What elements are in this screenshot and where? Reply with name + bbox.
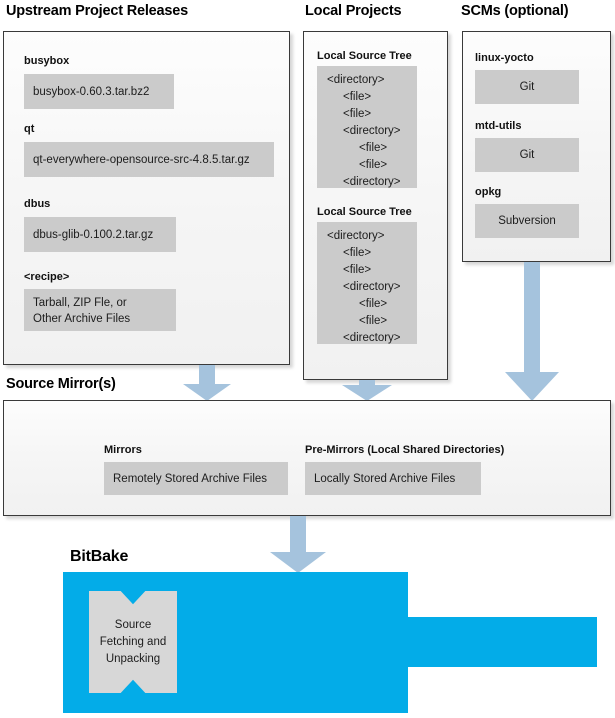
upstream-item-label-busybox: busybox [24,55,70,67]
tree-node: <file> [343,108,372,120]
arrow-scms-to-mirrors [505,262,559,401]
upstream-item-label-recipe: <recipe> [24,271,70,283]
local-source-tree-label-1: Local Source Tree [317,50,412,62]
scms-section-title: SCMs (optional) [461,3,569,19]
tree-node: <file> [343,264,372,276]
upstream-item-value-recipe: Tarball, ZIP Fle, or Other Archive Files [24,289,176,331]
tree-node: <file> [359,159,388,171]
tree-node: <directory> [343,281,401,293]
upstream-item-label-qt: qt [24,123,35,135]
recipe-value-line-1: Tarball, ZIP Fle, or [33,297,127,309]
scm-item-label-linux-yocto: linux-yocto [475,52,534,64]
upstream-item-value-dbus: dbus-glib-0.100.2.tar.gz [24,217,176,252]
tree-node: <directory> [327,230,385,242]
tree-node: <file> [343,91,372,103]
upstream-item-value-qt: qt-everywhere-opensource-src-4.8.5.tar.g… [24,142,274,177]
arrow-shaft [290,516,306,552]
bitbake-output-arm [408,617,597,667]
task-line-2: Fetching and [99,635,167,648]
arrow-shaft [524,262,540,372]
arrow-head [342,385,392,401]
scm-item-label-opkg: opkg [475,186,502,198]
source-mirrors-panel [3,400,611,516]
arrow-head [270,552,326,573]
tree-node: <file> [359,142,388,154]
tree-node: <directory> [343,125,401,137]
arrow-local-projects-to-mirrors [342,380,392,401]
arrow-mirrors-to-bitbake [270,516,326,573]
recipe-value-line-2: Other Archive Files [33,313,131,325]
tree-node: <file> [359,298,388,310]
upstream-item-value-busybox: busybox-0.60.3.tar.bz2 [24,74,174,109]
arrow-shaft [199,365,215,384]
bitbake-section-title: BitBake [70,548,129,565]
local-source-tree-2: <directory> <file> <file> <directory> <f… [317,222,417,344]
tree-node: <file> [343,247,372,259]
tree-node: <directory> [343,176,401,188]
scm-item-value-opkg: Subversion [475,204,579,238]
local-source-tree-1: <directory> <file> <file> <directory> <f… [317,66,417,188]
arrow-head [183,384,231,401]
upstream-item-label-dbus: dbus [24,198,51,210]
arrow-shaft [359,380,375,385]
pre-mirrors-group-value: Locally Stored Archive Files [305,462,481,495]
mirrors-group-label: Mirrors [104,444,142,456]
arrow-upstream-to-mirrors [183,365,231,401]
source-fetching-and-unpacking-task: Source Fetching and Unpacking [89,591,177,693]
pre-mirrors-group-label: Pre-Mirrors (Local Shared Directories) [305,444,505,456]
local-projects-section-title: Local Projects [305,3,402,19]
task-line-1: Source [114,618,152,631]
arrow-head [505,372,559,401]
task-line-3: Unpacking [105,652,161,665]
scm-item-value-mtd-utils: Git [475,138,579,172]
tree-node: <file> [359,315,388,327]
scm-item-value-linux-yocto: Git [475,70,579,104]
source-mirrors-section-title: Source Mirror(s) [6,376,116,392]
scm-item-label-mtd-utils: mtd-utils [475,120,522,132]
tree-node: <directory> [343,332,401,344]
upstream-section-title: Upstream Project Releases [6,3,188,19]
tree-node: <directory> [327,74,385,86]
mirrors-group-value: Remotely Stored Archive Files [104,462,288,495]
local-source-tree-label-2: Local Source Tree [317,206,412,218]
